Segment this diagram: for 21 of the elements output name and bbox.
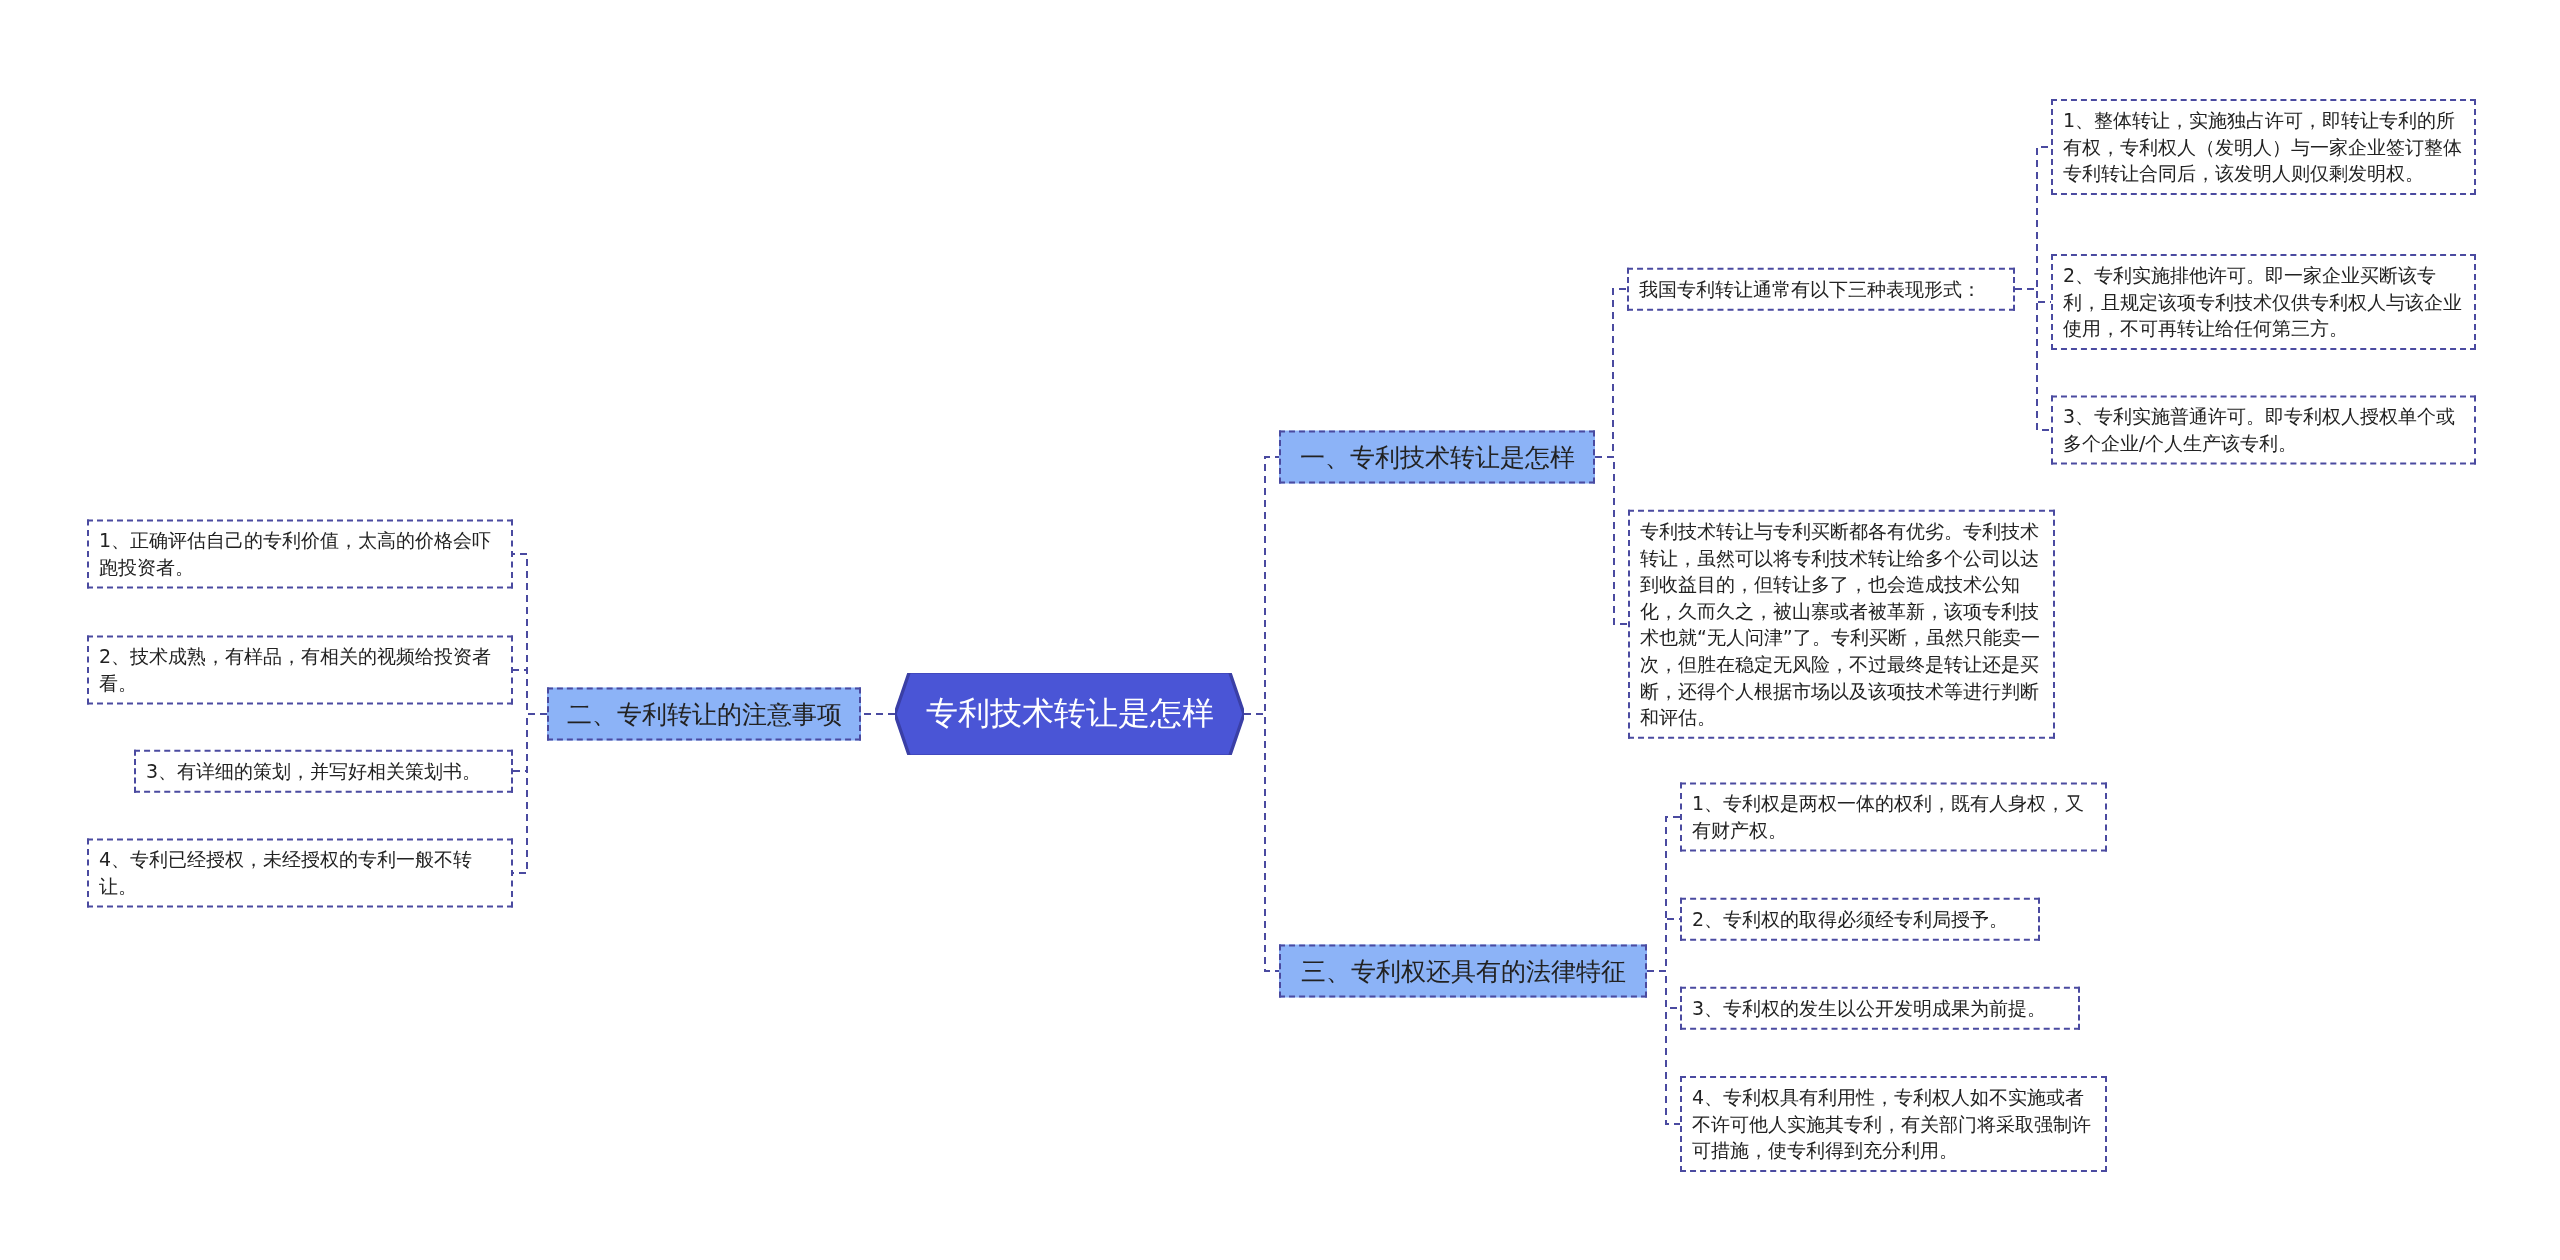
topic-text: 4、专利已经授权，未经授权的专利一般不转让。 — [87, 838, 513, 908]
topic-text: 1、专利权是两权一体的权利，既有人身权，又有财产权。 — [1680, 782, 2107, 852]
root-topic: 专利技术转让是怎样 — [925, 693, 1214, 734]
topic-text: 2、专利权的取得必须经专利局授予。 — [1680, 897, 2040, 941]
connector-line — [1594, 456, 1629, 625]
branch-topic: 三、专利权还具有的法律特征 — [1279, 944, 1647, 998]
topic-text: 1、整体转让，实施独占许可，即转让专利的所有权，专利权人（发明人）与一家企业签订整体专利转让合同后，该发明人则仅剩发明权。 — [2051, 99, 2476, 195]
connector-line — [1243, 713, 1280, 972]
branch-topic: 二、专利转让的注意事项 — [547, 687, 861, 741]
branch-topic: 一、专利技术转让是怎样 — [1279, 430, 1595, 484]
topic-text: 4、专利权具有利用性，专利权人如不实施或者不许可他人实施其专利，有关部门将采取强制许可措施，使专利得到充分利用。 — [1680, 1076, 2107, 1172]
connector-line — [2014, 288, 2052, 431]
topic-text: 2、专利实施排他许可。即一家企业买断该专利，且规定该项专利技术仅供专利权人与该企业使用，不可再转让给任何第三方。 — [2051, 254, 2476, 350]
topic-text: 3、专利权的发生以公开发明成果为前提。 — [1680, 986, 2080, 1030]
connector-line — [1646, 970, 1681, 1125]
topic-text: 1、正确评估自己的专利价值，太高的价格会吓跑投资者。 — [87, 519, 513, 589]
topic-text: 专利技术转让与专利买断都各有优劣。专利技术转让，虽然可以将专利技术转让给多个公司以达到收益目的，但转让多了，也会造成技术公知化，久而久之，被山寨或者被革新，该项专利技术也就“无人问津”了。专利买断，虽然只能卖一次，但胜在稳定无风险，不过最终是转让还是买断，还得个人根据市场以及该项技术等进行判断和评估。 — [1628, 509, 2055, 739]
topic-text: 2、技术成熟，有样品，有相关的视频给投资者看。 — [87, 635, 513, 705]
topic-text: 3、专利实施普通许可。即专利权人授权单个或多个企业/个人生产该专利。 — [2051, 395, 2476, 465]
topic-text: 我国专利转让通常有以下三种表现形式： — [1627, 267, 2015, 311]
topic-text: 3、有详细的策划，并写好相关策划书。 — [134, 749, 513, 793]
